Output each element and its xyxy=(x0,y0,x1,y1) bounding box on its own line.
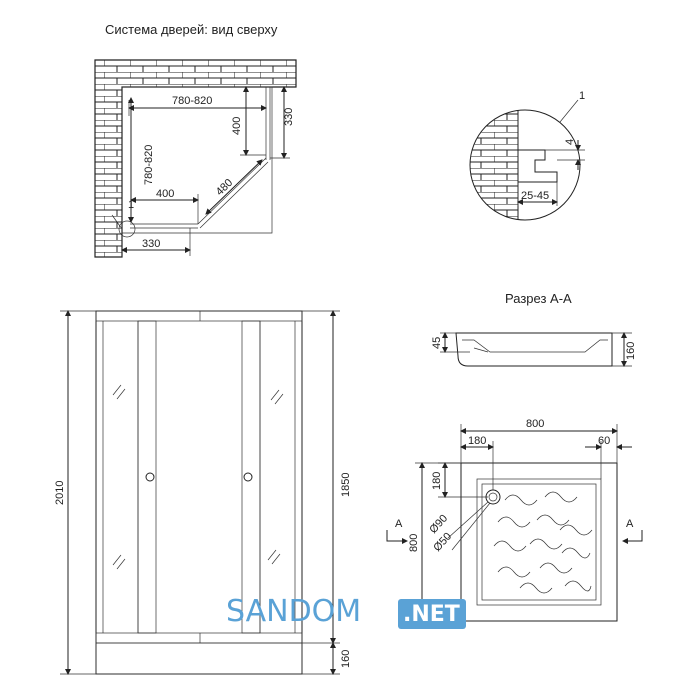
top-view: 1 780-820 780-820 400 330 400 480 330 xyxy=(94,59,297,258)
watermark: SANDOM .NET xyxy=(226,594,466,629)
dim-400-vertical: 400 xyxy=(231,117,243,135)
detail-callout-circle xyxy=(118,220,136,238)
section-mark-right: A xyxy=(626,518,634,530)
dim-45: 45 xyxy=(431,337,443,349)
watermark-badge xyxy=(398,599,466,629)
watermark-text: SANDOM xyxy=(226,594,361,629)
dim-160-section: 160 xyxy=(625,342,637,360)
watermark-suffix: .NET xyxy=(403,602,460,627)
section-mark-left: A xyxy=(395,518,403,530)
top-view-title: Система дверей: вид сверху xyxy=(105,22,278,37)
dim-160-front: 160 xyxy=(340,650,352,668)
tray-front xyxy=(95,642,303,675)
dim-60: 60 xyxy=(598,435,610,447)
door-handle-left xyxy=(145,472,155,482)
tray-plan: 800 180 60 180 800 Ø90 Ø50 A A xyxy=(386,418,643,622)
front-view: 2010 1850 160 xyxy=(54,310,352,675)
dim-width: 780-820 xyxy=(172,95,212,107)
detail-view: 1 4 25-45 xyxy=(469,90,585,221)
dim-330-vertical: 330 xyxy=(283,108,295,126)
dim-480-diagonal: 480 xyxy=(214,177,236,198)
dim-2010: 2010 xyxy=(54,481,66,505)
dim-4: 4 xyxy=(564,139,576,145)
dim-800-height: 800 xyxy=(408,534,420,552)
section-title: Разрез А-А xyxy=(505,291,572,306)
detail-callout-label: 1 xyxy=(579,90,585,102)
dim-180-left: 180 xyxy=(468,435,486,447)
dim-depth: 780-820 xyxy=(143,145,155,185)
dim-25-45: 25-45 xyxy=(521,190,549,202)
dim-330-horizontal: 330 xyxy=(142,238,160,250)
drain-inner xyxy=(488,492,498,502)
dim-180-top: 180 xyxy=(431,472,443,490)
drain-outer xyxy=(485,489,501,505)
anti-slip-pattern xyxy=(493,491,593,594)
door-handle-right xyxy=(243,472,253,482)
section-view: 45 160 xyxy=(431,332,637,367)
dim-1850: 1850 xyxy=(340,473,352,497)
dim-800-width: 800 xyxy=(526,418,544,430)
dim-400-horizontal: 400 xyxy=(156,188,174,200)
